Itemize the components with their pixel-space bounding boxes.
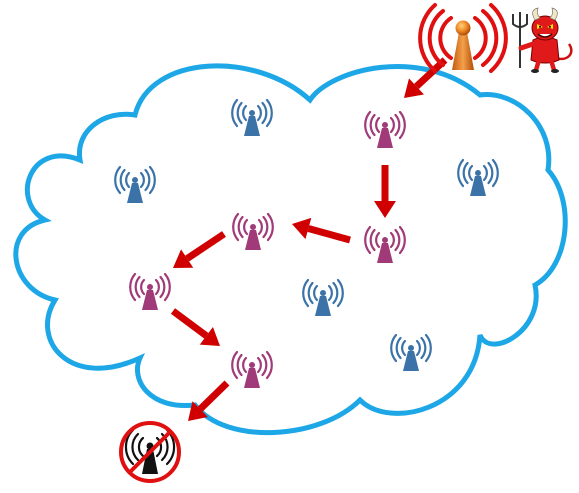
devil-icon xyxy=(512,7,573,73)
attacker-tower-icon xyxy=(418,3,508,73)
wireless-tower-icon xyxy=(231,98,273,136)
attack-arrow xyxy=(374,165,396,218)
compromised-node-1 xyxy=(364,110,406,148)
compromised-node-3 xyxy=(232,212,274,250)
attack-arrow xyxy=(188,380,230,421)
no-signal-icon xyxy=(119,421,181,483)
attack-arrow xyxy=(170,308,220,346)
attack-arrow xyxy=(292,217,351,244)
network-cloud xyxy=(13,63,568,436)
wireless-tower-icon xyxy=(302,278,344,316)
wireless-tower-icon xyxy=(457,158,499,196)
compromised-node-4 xyxy=(129,272,171,310)
attack-arrow xyxy=(173,231,226,268)
